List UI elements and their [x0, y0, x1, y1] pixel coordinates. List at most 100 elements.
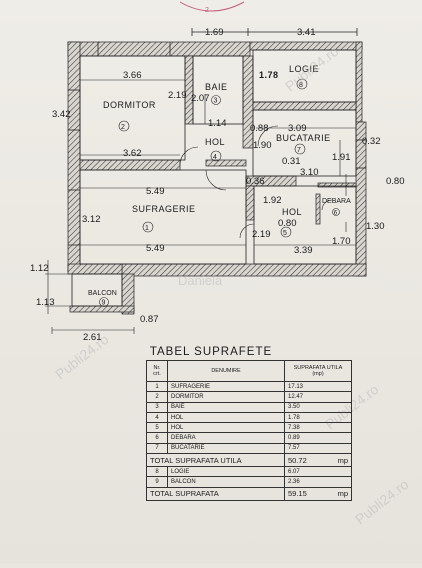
- room-number-circle: [294, 143, 306, 155]
- row-area: 7.38: [284, 422, 352, 434]
- room-hol-label: HOL: [282, 207, 302, 217]
- row-area: 12.47: [284, 391, 352, 403]
- room-sufragerie-label: SUFRAGERIE: [132, 204, 196, 214]
- table-title: TABEL SUPRAFETE: [149, 346, 273, 358]
- walls: [67, 41, 367, 315]
- room-number-circle: [296, 78, 308, 90]
- total-label: TOTAL SUPRAFATA: [146, 486, 285, 501]
- dim-2-07: 2.07: [191, 93, 210, 104]
- dim-1-70: 1.70: [332, 236, 351, 247]
- watermark-publi24-bottom: Publi24.ro: [352, 476, 412, 528]
- dim-1-90: 1.90: [253, 140, 272, 151]
- room-balcon-number: 9: [102, 300, 106, 307]
- room-bucatarie-number: 7: [297, 147, 301, 154]
- row-name: DORMITOR: [167, 391, 285, 403]
- row-name: BAIE: [167, 401, 285, 413]
- room-hol-small-number: 4: [213, 154, 217, 161]
- room-bucatarie-label: BUCATARIE: [276, 133, 331, 143]
- unit-mp: mp: [337, 489, 348, 499]
- row-nr: 1: [146, 380, 168, 393]
- dim-2-61: 2.61: [83, 332, 102, 343]
- room-logie-number: 8: [299, 82, 303, 89]
- room-dormitor-number: 2: [121, 124, 125, 131]
- row-name: HOL: [167, 422, 285, 434]
- dim-3-10: 3.10: [300, 167, 319, 178]
- room-number-circle: [99, 297, 109, 307]
- dim-0-32: 0.32: [362, 136, 381, 147]
- top-dimension-line: [191, 28, 358, 36]
- dim-3-42: 3.42: [52, 109, 71, 120]
- stamp-fragment: 2: [179, 1, 245, 14]
- dim-0-36: 0.36: [246, 176, 265, 187]
- row-area: 1.78: [284, 411, 352, 424]
- row-name: DEBARA: [167, 432, 285, 444]
- dim-2-19: 2.19: [168, 90, 187, 101]
- row-nr: 2: [146, 391, 168, 403]
- row-area: 17.13: [284, 380, 352, 393]
- row-area: 3.50: [284, 401, 352, 413]
- room-sufragerie-number: 1: [145, 225, 149, 232]
- dim-3-12: 3.12: [82, 214, 101, 225]
- room-baie-number: 3: [214, 98, 218, 105]
- room-number-circle: [118, 120, 130, 132]
- dim-5-49-top: 5.49: [146, 186, 165, 197]
- room-hol-small-label: HOL: [205, 137, 225, 147]
- interior-dimension-lines: [80, 79, 356, 246]
- col-denumire: DENUMIRE: [167, 360, 285, 382]
- room-balcon-label: BALCON: [88, 290, 117, 297]
- room-hol-number: 5: [283, 230, 287, 237]
- room-dormitor-label: DORMITOR: [103, 100, 156, 110]
- dim-3-09: 3.09: [288, 123, 307, 134]
- svg-text:2: 2: [205, 7, 209, 14]
- row-nr: 7: [146, 442, 168, 455]
- row-nr: 8: [146, 466, 168, 478]
- room-baie-label: BAIE: [205, 82, 228, 92]
- room-logie-label: LOGIE: [289, 64, 319, 74]
- dim-1-14: 1.14: [208, 118, 227, 129]
- row-area: 7.57: [284, 442, 352, 455]
- room-debara-label: DEBARA: [322, 198, 351, 205]
- total-utila-value: 50.72: [288, 455, 307, 465]
- dim-1-92: 1.92: [263, 195, 282, 206]
- dim-1-13: 1.13: [36, 297, 55, 308]
- surface-table: Nr. crt. DENUMIRE SUPRAFATA UTILA (mp) 1…: [146, 360, 352, 501]
- row-nr: 4: [146, 411, 168, 424]
- dim-2-19-hol: 2.19: [252, 229, 271, 240]
- row-area: 0.89: [284, 432, 352, 444]
- dim-0-31: 0.31: [282, 156, 301, 167]
- room-number-circle: [332, 208, 340, 216]
- room-number-circle: [211, 95, 221, 105]
- row-name: BALCON: [167, 476, 285, 488]
- total-value: 59.15: [288, 489, 307, 499]
- dim-1-69: 1.69: [205, 27, 224, 38]
- row-nr: 6: [146, 432, 168, 444]
- watermark-daniela: Daniela: [178, 273, 223, 288]
- dim-0-80-right: 0.80: [386, 176, 405, 187]
- outer-dimension-ticks: [45, 174, 347, 334]
- table-header-row: Nr. crt. DENUMIRE SUPRAFATA UTILA (mp): [146, 360, 352, 382]
- row-area: 2.36: [284, 476, 352, 488]
- col-nr: Nr. crt.: [146, 360, 168, 382]
- dim-3-62: 3.62: [123, 148, 142, 159]
- row-name: BUCATARIE: [167, 442, 285, 455]
- dim-1-12: 1.12: [30, 263, 49, 274]
- total-cell: 59.15 mp: [284, 486, 352, 501]
- row-name: LOGIE: [167, 466, 285, 478]
- room-debara-number: 6: [334, 211, 338, 217]
- dim-3-41: 3.41: [297, 27, 316, 38]
- dim-1-78: 1.78: [259, 70, 279, 80]
- dim-0-87: 0.87: [140, 314, 159, 325]
- room-number-circle: [210, 150, 222, 162]
